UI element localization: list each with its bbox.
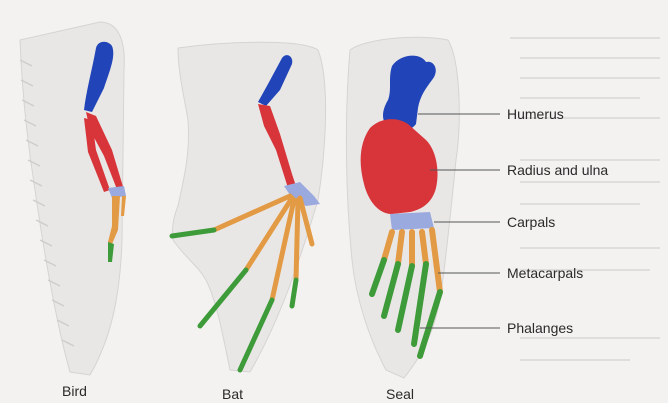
- bird-wing-outline: [20, 22, 124, 375]
- bat-wing: [172, 42, 326, 372]
- label-phalanges: Phalanges: [507, 321, 573, 335]
- background-text-texture: [510, 38, 660, 360]
- label-radius-ulna: Radius and ulna: [507, 163, 608, 177]
- caption-bat: Bat: [222, 387, 243, 401]
- seal-flipper: [346, 37, 459, 378]
- label-carpals: Carpals: [507, 215, 555, 229]
- seal-carpals: [390, 212, 434, 230]
- caption-bird: Bird: [62, 384, 87, 398]
- bird-wing: [20, 22, 126, 375]
- label-metacarpals: Metacarpals: [507, 266, 583, 280]
- label-humerus: Humerus: [507, 107, 564, 121]
- caption-seal: Seal: [386, 387, 414, 401]
